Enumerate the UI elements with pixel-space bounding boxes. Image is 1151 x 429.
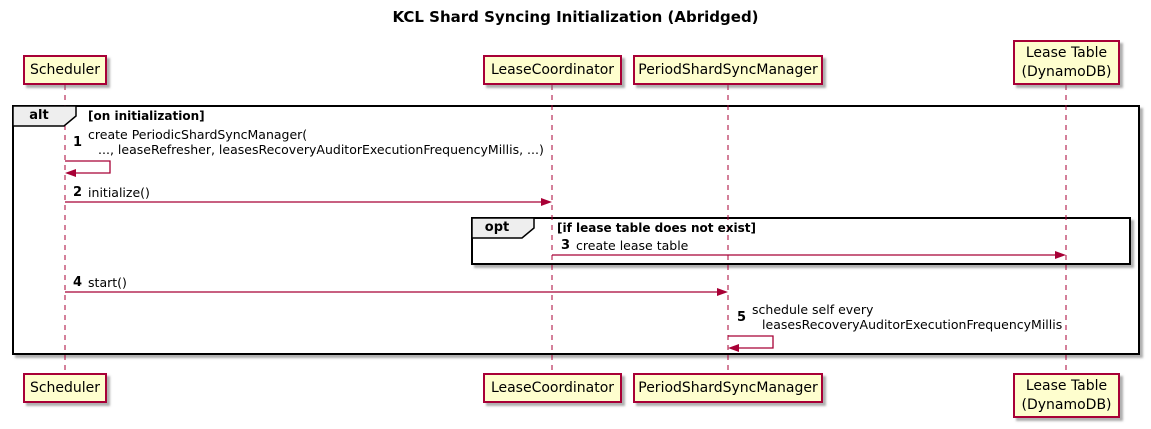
participant-lease-table-top: Lease Table (DynamoDB) xyxy=(1013,40,1120,85)
message-1-self-arrow xyxy=(65,160,111,174)
participant-scheduler-top: Scheduler xyxy=(23,55,107,85)
participant-label-line2: (DynamoDB) xyxy=(1021,396,1112,413)
message-number: 1 xyxy=(73,134,83,150)
message-5-self-arrow xyxy=(728,335,774,349)
participant-lease-table-bottom: Lease Table (DynamoDB) xyxy=(1013,373,1120,418)
participant-label: Scheduler xyxy=(29,61,101,78)
message-3-label: 3 create lease table xyxy=(561,238,688,253)
message-text: create lease table xyxy=(576,238,689,253)
message-text-line2: leasesRecoveryAuditorExecutionFrequencyM… xyxy=(762,317,1063,332)
participant-lease-coordinator-bottom: LeaseCoordinator xyxy=(483,373,622,403)
opt-guard-condition: [if lease table does not exist] xyxy=(557,221,757,235)
alt-operator-label: alt xyxy=(29,108,49,123)
alt-guard-condition: [on initialization] xyxy=(88,109,205,123)
message-number: 3 xyxy=(561,238,571,253)
message-5-label: 5 schedule self every leasesRecoveryAudi… xyxy=(737,302,1062,332)
participant-lease-coordinator-top: LeaseCoordinator xyxy=(483,55,622,85)
opt-operator-label: opt xyxy=(484,220,510,235)
alt-frame xyxy=(12,105,1140,355)
participant-label: LeaseCoordinator xyxy=(490,61,615,78)
participant-label-line1: Lease Table xyxy=(1025,377,1108,394)
participant-label-line2: (DynamoDB) xyxy=(1021,63,1112,80)
diagram-title: KCL Shard Syncing Initialization (Abridg… xyxy=(392,8,759,26)
message-number: 4 xyxy=(73,275,83,290)
message-1-arrowhead xyxy=(65,169,76,177)
message-number: 2 xyxy=(73,185,83,200)
message-2-arrowhead xyxy=(541,198,552,206)
message-text: initialize() xyxy=(88,185,150,200)
message-4-arrowhead xyxy=(717,288,728,296)
participant-scheduler-bottom: Scheduler xyxy=(23,373,107,403)
participant-label-line1: Lease Table xyxy=(1025,44,1108,61)
message-1-label: 1 create PeriodicShardSyncManager( ..., … xyxy=(73,127,544,157)
participant-period-shard-sync-manager-bottom: PeriodShardSyncManager xyxy=(633,373,823,403)
participant-label: Scheduler xyxy=(29,379,101,396)
message-2-label: 2 initialize() xyxy=(73,185,150,200)
message-text-line1: create PeriodicShardSyncManager( xyxy=(88,127,308,142)
message-text: start() xyxy=(88,275,127,290)
opt-frame xyxy=(471,217,1131,265)
message-3-arrowhead xyxy=(1055,251,1066,259)
message-4-label: 4 start() xyxy=(73,275,127,290)
participant-label: PeriodShardSyncManager xyxy=(638,379,818,396)
opt-operator-pentagon xyxy=(471,217,535,239)
participant-period-shard-sync-manager-top: PeriodShardSyncManager xyxy=(633,55,823,85)
message-text-line2: ..., leaseRefresher, leasesRecoveryAudit… xyxy=(98,142,544,157)
message-5-arrowhead xyxy=(728,344,739,352)
message-number: 5 xyxy=(737,309,747,325)
message-text-line1: schedule self every xyxy=(752,302,874,317)
participant-label: PeriodShardSyncManager xyxy=(638,61,818,78)
alt-operator-pentagon xyxy=(12,105,77,127)
participant-label: LeaseCoordinator xyxy=(490,379,615,396)
